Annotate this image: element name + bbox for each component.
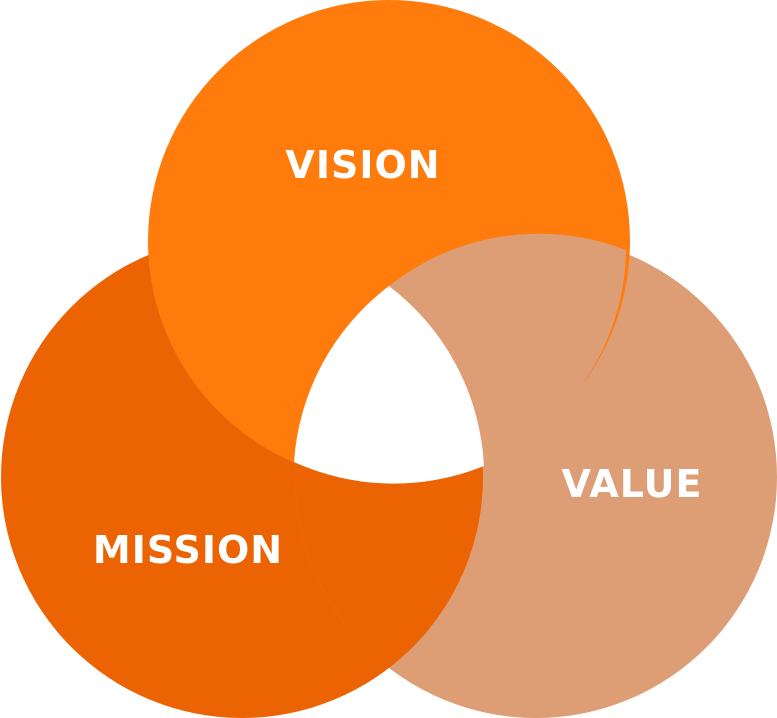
vision-label: VISION <box>285 143 440 187</box>
value-vision-overlap <box>389 233 626 466</box>
value-label: VALUE <box>562 462 703 506</box>
mission-label: MISSION <box>93 528 283 572</box>
center-region <box>294 286 484 484</box>
